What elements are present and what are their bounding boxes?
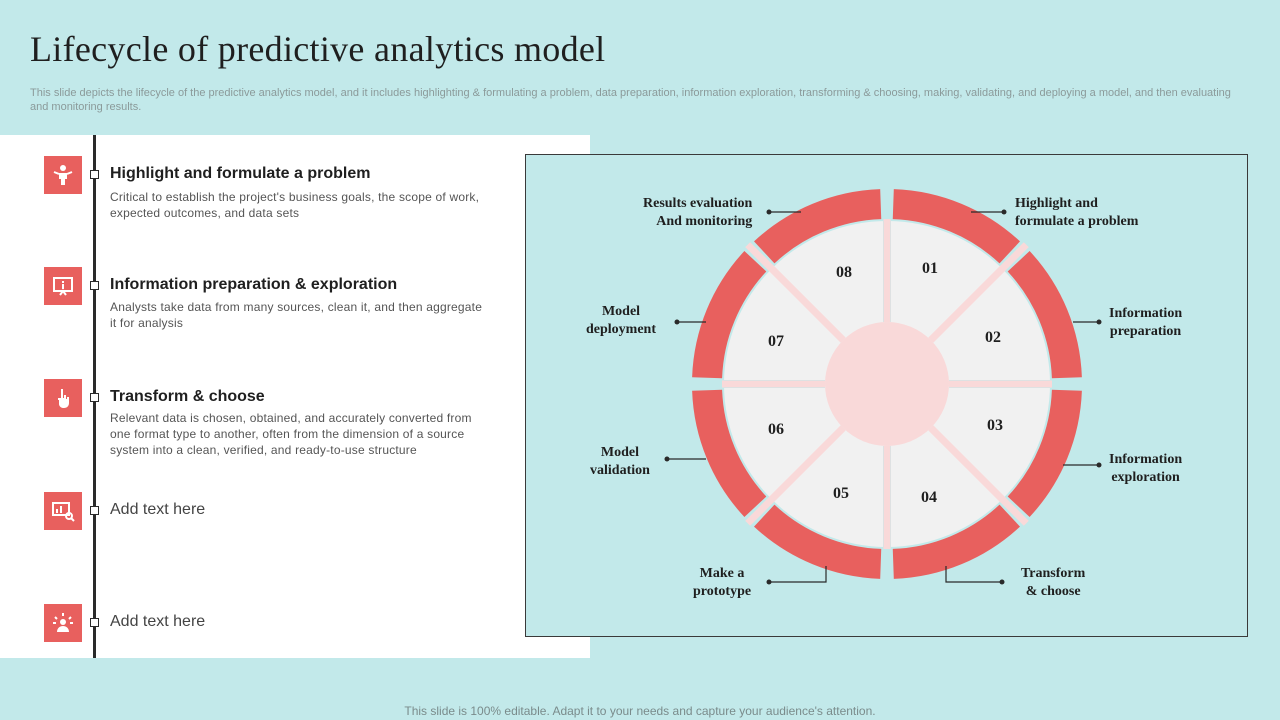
inner-spoke: [767, 425, 846, 504]
outer-ring-segment: [692, 251, 767, 379]
idea-person-icon: [44, 604, 82, 642]
leader-dot: [1096, 319, 1102, 325]
label-make-prototype: Make a prototype: [693, 566, 752, 599]
footer-note: This slide is 100% editable. Adapt it to…: [404, 704, 876, 718]
segment-number-03: 03: [987, 417, 1003, 434]
lifecycle-wheel: [664, 187, 1102, 585]
timeline-marker: [90, 170, 99, 179]
label-model-deployment: Model deployment: [586, 304, 656, 337]
outer-ring-segment: [892, 189, 1020, 264]
segment-number-07: 07: [768, 333, 784, 350]
leader-dot: [1001, 209, 1007, 215]
page-subtitle: This slide depicts the lifecycle of the …: [30, 87, 1231, 113]
segment-number-01: 01: [922, 260, 938, 277]
inner-spoke: [928, 264, 1007, 343]
leader-dot: [766, 209, 772, 215]
label-model-validation: Model validation: [590, 445, 650, 478]
step-description: Critical to establish the project's busi…: [110, 190, 480, 220]
leader-line: [769, 566, 827, 583]
leader-dot: [999, 579, 1005, 585]
presenter-icon: [44, 156, 82, 194]
step-title: Add text here: [110, 613, 206, 630]
segment-number-02: 02: [985, 329, 1001, 346]
leader-dot: [1096, 462, 1102, 468]
hand-pointer-icon: [44, 379, 82, 417]
page-title: Lifecycle of predictive analytics model: [30, 29, 606, 69]
lifecycle-diagram-panel: 01 02 03 04 05 06 07 08 Results evaluati…: [525, 154, 1248, 637]
outer-ring-segment: [1007, 389, 1082, 517]
segment-number-04: 04: [921, 489, 937, 506]
segment-number-05: 05: [833, 485, 849, 502]
step-description: Analysts take data from many sources, cl…: [110, 300, 483, 330]
leader-dot: [766, 579, 772, 585]
hub-circle: [825, 322, 949, 446]
chart-magnifier-icon: [44, 492, 82, 530]
segment-number-08: 08: [836, 264, 852, 281]
label-transform-choose: Transform & choose: [1021, 566, 1086, 599]
step-title: Highlight and formulate a problem: [110, 165, 371, 182]
segment-number-06: 06: [768, 421, 784, 438]
info-board-icon: [44, 267, 82, 305]
timeline-marker: [90, 281, 99, 290]
outer-ring-segment: [754, 504, 882, 579]
outer-ring-segment: [692, 389, 767, 517]
leader-line: [945, 566, 1002, 583]
label-information-preparation: Information preparation: [1109, 306, 1183, 339]
timeline-marker: [90, 506, 99, 515]
leader-dot: [664, 456, 670, 462]
timeline-marker: [90, 618, 99, 627]
step-title: Add text here: [110, 501, 206, 518]
step-description: Relevant data is chosen, obtained, and a…: [110, 411, 472, 457]
timeline-marker: [90, 393, 99, 402]
step-title: Transform & choose: [110, 388, 265, 405]
inner-spoke: [767, 264, 846, 343]
outer-ring-segment: [1007, 251, 1082, 379]
inner-spoke: [928, 425, 1007, 504]
label-highlight-problem: Highlight and formulate a problem: [1015, 196, 1139, 229]
label-results-evaluation: Results evaluation And monitoring: [643, 196, 753, 229]
label-information-exploration: Information exploration: [1109, 452, 1183, 485]
outer-ring-segment: [754, 189, 882, 264]
leader-dot: [674, 319, 680, 325]
outer-ring-segment: [892, 504, 1020, 579]
step-title: Information preparation & exploration: [110, 276, 398, 293]
steps-panel: Highlight and formulate a problem Critic…: [0, 135, 590, 658]
